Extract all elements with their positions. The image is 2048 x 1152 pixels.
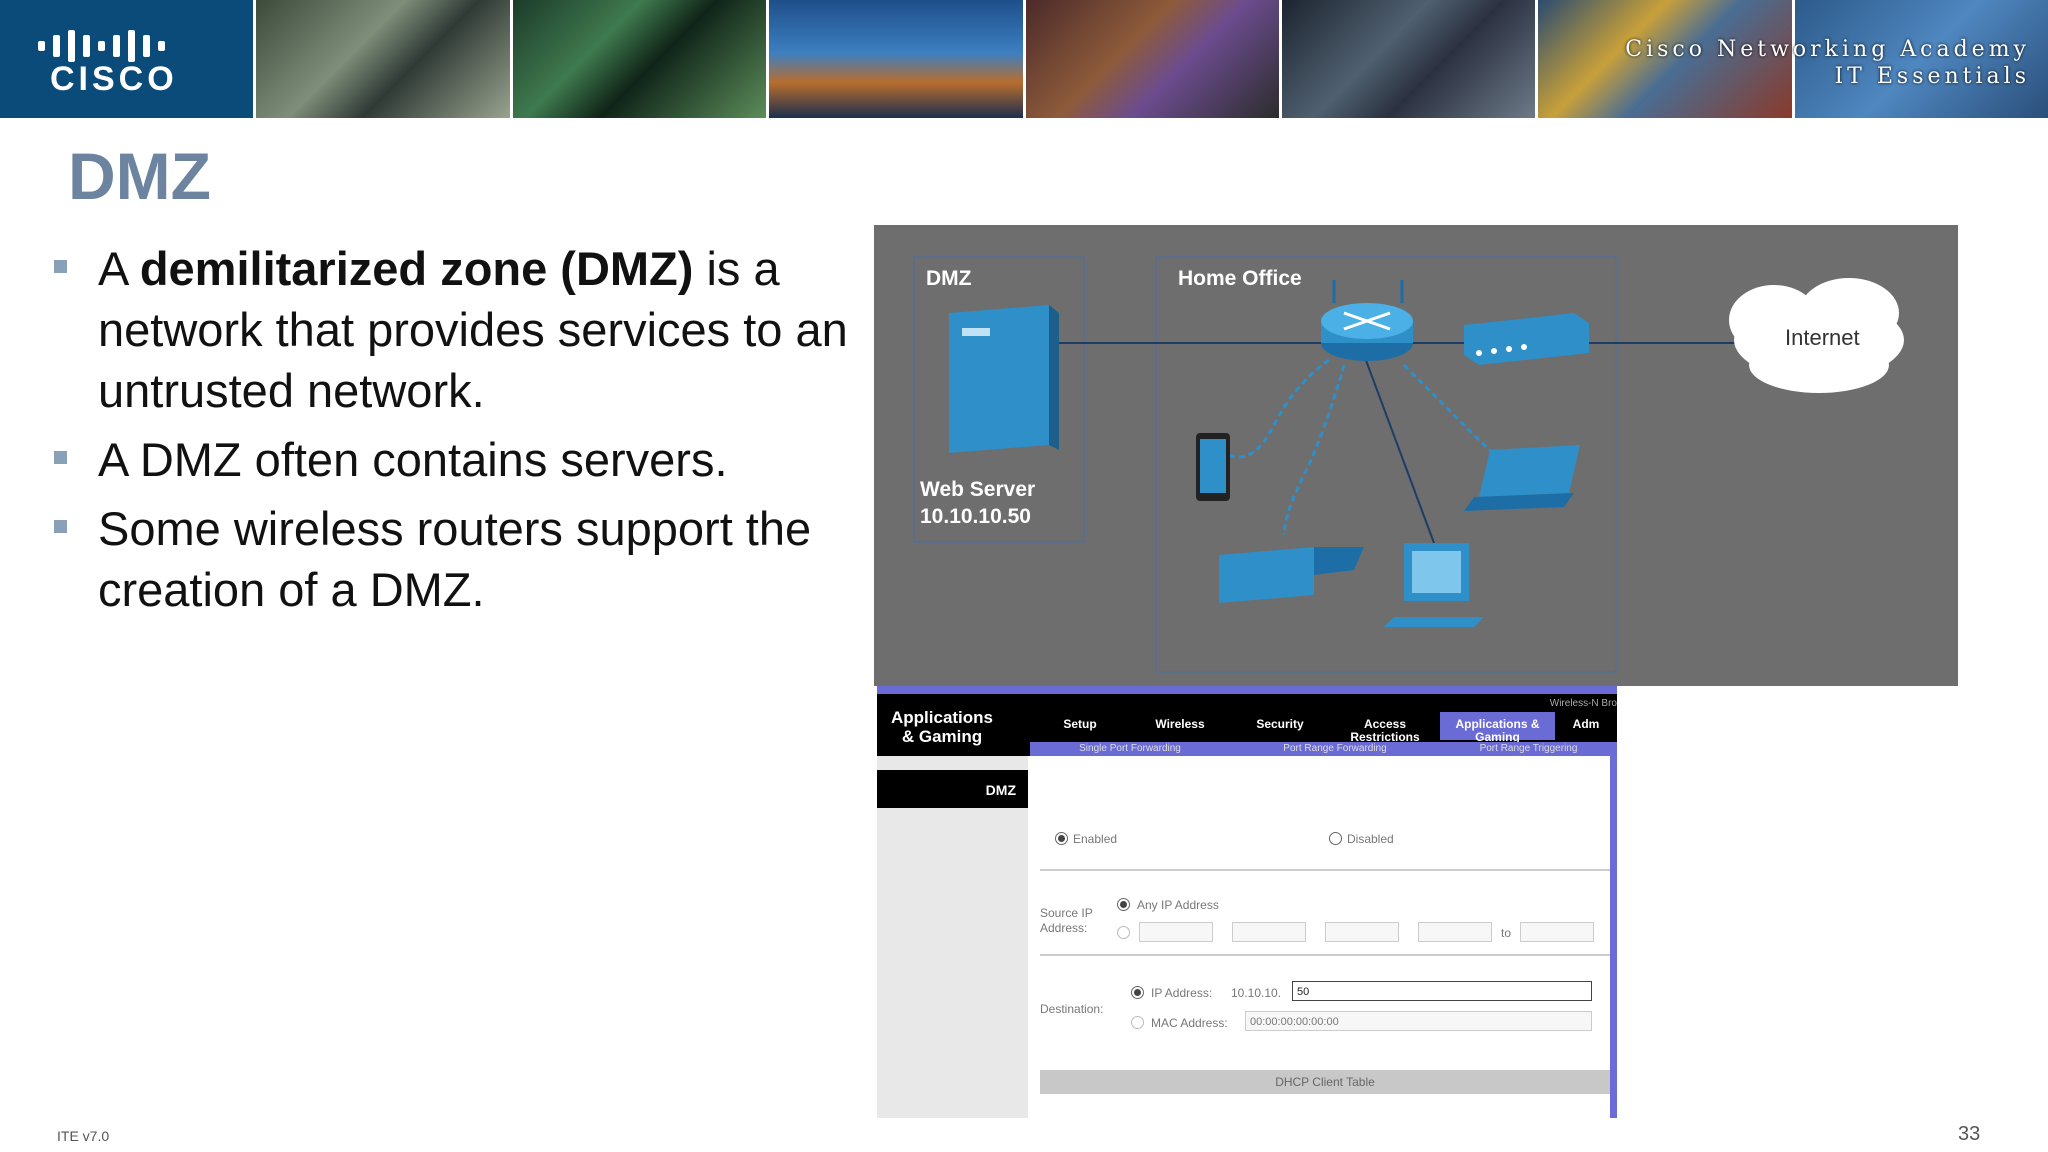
dmz-label: DMZ — [926, 267, 972, 290]
home-office-label: Home Office — [1178, 267, 1302, 290]
source-ip-label: Source IP Address: — [1040, 906, 1093, 935]
banner-photo-pcb — [1281, 0, 1536, 118]
dhcp-client-table-button[interactable]: DHCP Client Table — [1040, 1070, 1610, 1094]
dmz-zone — [913, 256, 1085, 543]
bullet-square-icon — [54, 520, 67, 533]
banner-photo-motherboard — [1025, 0, 1279, 118]
tab-access-restrictions[interactable]: Access Restrictions — [1350, 717, 1420, 744]
left-heading-text: DMZ — [985, 782, 1016, 798]
any-ip-radio[interactable] — [1117, 898, 1130, 911]
disabled-label: Disabled — [1347, 832, 1394, 846]
to-label: to — [1501, 926, 1512, 940]
bullet1-pre: A — [98, 242, 140, 295]
left-panel-heading: DMZ — [877, 770, 1028, 808]
web-server-icon — [949, 305, 1059, 453]
footer-course: ITE v7.0 — [57, 1128, 110, 1144]
section-title: Applications & Gaming — [891, 708, 993, 746]
academy-line-1: Cisco Networking Academy — [1625, 37, 2030, 62]
right-border — [1610, 756, 1617, 1118]
dest-mac-input[interactable]: 00:00:00:00:00:00 — [1245, 1011, 1592, 1031]
network-diagram: DMZ Home Office Web Server 10.10.10.50 I… — [874, 225, 1958, 686]
dest-ip-input[interactable]: 50 — [1292, 981, 1592, 1001]
cisco-wordmark: CISCO — [50, 60, 178, 98]
subtab-port-range-forwarding[interactable]: Port Range Forwarding — [1283, 743, 1387, 754]
internet-cloud-icon — [1729, 278, 1904, 393]
academy-line-2: IT Essentials — [1834, 64, 2030, 89]
divider — [1040, 869, 1610, 871]
source-ip-octet2[interactable] — [1232, 922, 1306, 942]
bullet-list: A demilitarized zone (DMZ) is a network … — [50, 238, 850, 628]
wireless-signal-phone — [1228, 358, 1330, 459]
bullet-item: A demilitarized zone (DMZ) is a network … — [50, 238, 850, 421]
smartphone-icon — [1196, 433, 1230, 501]
wireless-signal-printer — [1282, 364, 1346, 536]
dmz-enabled-radio[interactable] — [1055, 832, 1068, 845]
tab-applications-gaming[interactable]: Applications & Gaming — [1440, 712, 1555, 744]
header-banner: CISCO Cisco Networking Academy IT Essent… — [0, 0, 2048, 118]
web-server-name: Web Server — [920, 478, 1036, 501]
source-ip-octet1[interactable] — [1139, 922, 1213, 942]
subtab-single-port-forwarding[interactable]: Single Port Forwarding — [1079, 743, 1181, 754]
web-server-ip: 10.10.10.50 — [920, 505, 1031, 528]
dest-ip-prefix: 10.10.10. — [1231, 986, 1282, 1000]
router-dmz-config: Wireless-N Bro Applications & Gaming Set… — [877, 686, 1617, 1118]
left-panel — [877, 756, 1028, 1118]
section-title-line2: & Gaming — [901, 727, 983, 746]
laptop-icon — [1464, 445, 1580, 511]
banner-photo-circuit-board — [512, 0, 767, 118]
sub-tabs: Single Port Forwarding Port Range Forwar… — [1030, 742, 1617, 756]
source-ip-octet4[interactable] — [1418, 922, 1492, 942]
enabled-label: Enabled — [1073, 832, 1118, 846]
banner-photo-blue — [1794, 0, 2048, 118]
banner-photo-components — [256, 0, 510, 118]
bullet-square-icon — [54, 260, 67, 273]
tab-security[interactable]: Security — [1256, 717, 1304, 731]
bullet2-text: A DMZ often contains servers. — [98, 433, 728, 486]
dest-mac-radio[interactable] — [1131, 1016, 1144, 1029]
any-ip-label: Any IP Address — [1137, 898, 1219, 912]
destination-label: Destination: — [1040, 1002, 1104, 1016]
dest-ip-radio[interactable] — [1131, 986, 1144, 999]
academy-title: Cisco Networking Academy IT Essentials — [1625, 36, 2030, 90]
bullet-item: Some wireless routers support the creati… — [50, 498, 850, 620]
router-brand: Wireless-N Bro — [1549, 698, 1617, 709]
bullet-item: A DMZ often contains servers. — [50, 429, 850, 490]
router-icon — [1321, 280, 1413, 361]
bullet-square-icon — [54, 451, 67, 464]
bullet1-post: is a network that provides services to a… — [98, 242, 848, 417]
cisco-logo: CISCO — [0, 0, 254, 118]
subtab-port-range-triggering[interactable]: Port Range Triggering — [1479, 743, 1578, 754]
tab-setup[interactable]: Setup — [1063, 717, 1097, 731]
cisco-bars-icon — [38, 30, 165, 62]
bullet3-text: Some wireless routers support the creati… — [98, 502, 812, 616]
tab-administration[interactable]: Adm — [1572, 717, 1600, 731]
divider — [1040, 954, 1610, 956]
router-top-strip — [877, 686, 1617, 694]
ip-range-radio[interactable] — [1117, 926, 1130, 939]
desktop-pc-icon — [1384, 543, 1484, 627]
source-ip-end[interactable] — [1520, 922, 1594, 942]
diagram-graphics — [913, 256, 1904, 673]
slide-title: DMZ — [68, 139, 211, 213]
router-pc-wire — [1363, 354, 1435, 544]
banner-photo-city-skyline — [769, 0, 1023, 118]
dest-ip-label: IP Address: — [1151, 986, 1213, 1000]
dest-mac-label: MAC Address: — [1151, 1016, 1228, 1030]
printer-icon — [1219, 547, 1364, 603]
banner-photo-hardware — [1538, 0, 1792, 118]
page-number: 33 — [1958, 1123, 1981, 1145]
bullet1-bold: demilitarized zone (DMZ) — [139, 242, 694, 295]
tab-wireless[interactable]: Wireless — [1155, 717, 1205, 731]
internet-label: Internet — [1785, 325, 1860, 350]
home-office-zone — [1155, 256, 1617, 673]
source-ip-octet3[interactable] — [1325, 922, 1399, 942]
section-title-line1: Applications — [891, 708, 994, 727]
modem-icon — [1464, 313, 1589, 365]
main-tabs: Setup Wireless Security Access Restricti… — [1030, 712, 1617, 744]
dmz-disabled-radio[interactable] — [1329, 832, 1342, 845]
